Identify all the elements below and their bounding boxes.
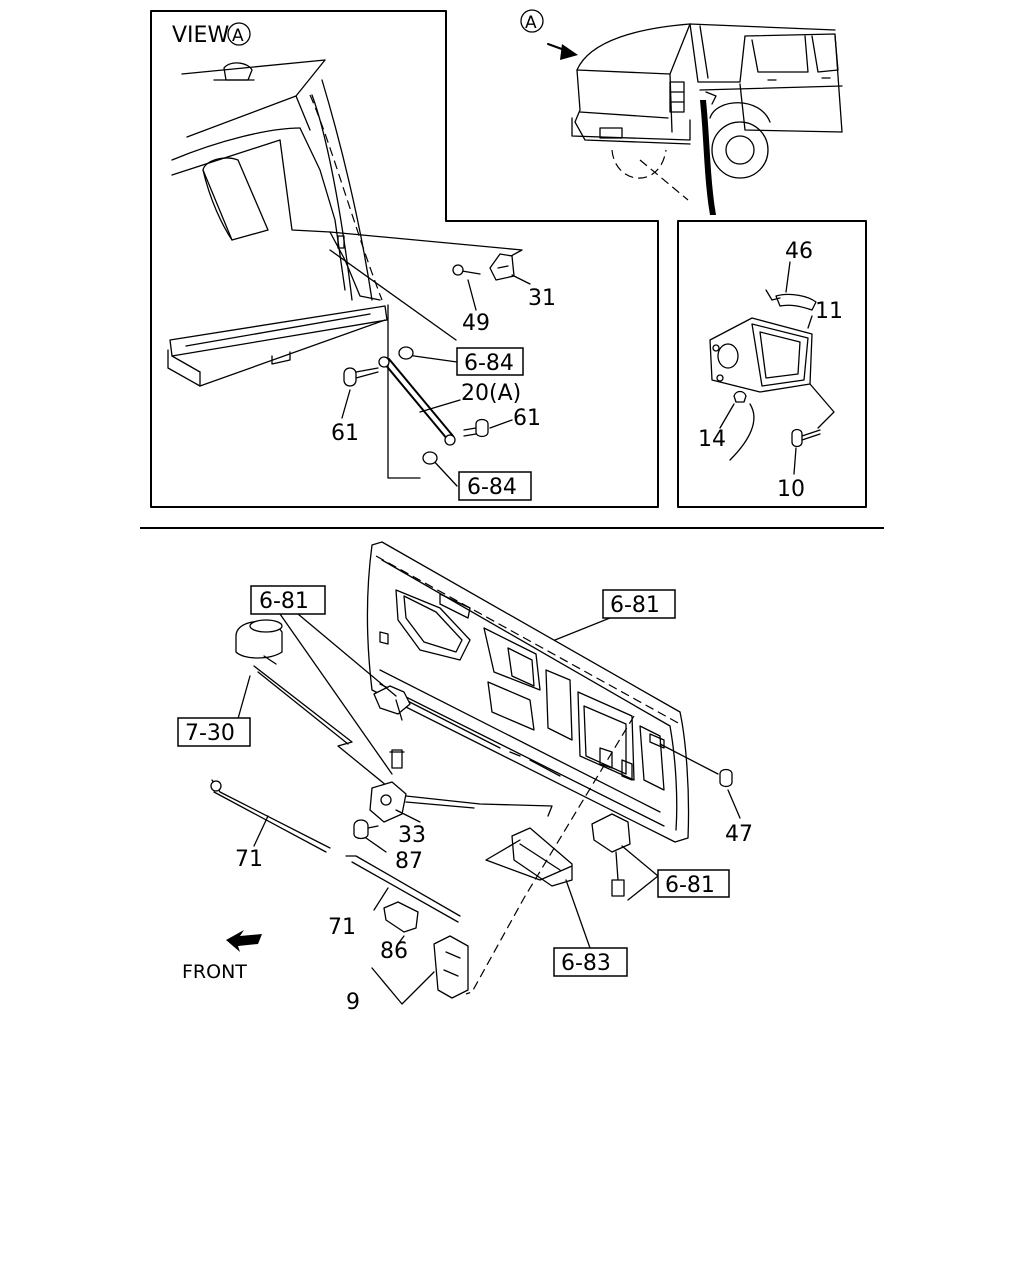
ref-label-6-81-top: 6-81	[610, 593, 660, 618]
vehicle-view-marker: A	[525, 13, 537, 33]
ref-box-6-81-left	[250, 585, 326, 615]
part-label-47: 47	[725, 822, 753, 847]
ref-label-6-81-left: 6-81	[259, 589, 309, 614]
ref-label-6-83: 6-83	[561, 951, 611, 976]
ref-label-7-30: 7-30	[185, 721, 235, 746]
fuel-lid-detail-frame	[677, 220, 867, 508]
ref-box-6-81-right	[657, 869, 730, 898]
tailgate-mechanism	[210, 605, 741, 1005]
view-label: VIEW	[172, 23, 229, 48]
pointer-swoosh	[700, 100, 716, 215]
part-label-31: 31	[528, 286, 556, 311]
part-label-49: 49	[462, 311, 490, 336]
view-marker-letter: A	[232, 26, 244, 46]
part-label-10: 10	[777, 477, 805, 502]
front-direction-indicator: FRONT	[182, 930, 262, 983]
ref-label-6-84-bottom: 6-84	[467, 475, 517, 500]
part-label-61-right: 61	[513, 406, 541, 431]
front-label: FRONT	[182, 961, 247, 983]
front-arrow-icon	[226, 930, 262, 952]
part-label-61-left: 61	[331, 421, 359, 446]
part-label-33: 33	[398, 823, 426, 848]
part-label-46: 46	[785, 239, 813, 264]
part-label-9: 9	[346, 990, 360, 1015]
ref-label-6-81-right: 6-81	[665, 873, 715, 898]
ref-box-6-84-bottom	[458, 471, 532, 501]
part-label-11: 11	[815, 299, 843, 324]
ref-label-6-84-top: 6-84	[464, 351, 514, 376]
view-marker-circle	[227, 22, 251, 46]
view-direction-arrow-icon	[560, 44, 578, 60]
cargo-area-sketch	[167, 59, 388, 387]
ref-box-6-83	[553, 947, 628, 977]
ref-box-7-30	[177, 717, 251, 747]
vehicle-rear-sketch: A	[520, 9, 843, 215]
view-a-frame: VIEW A	[150, 10, 659, 508]
part-label-87: 87	[395, 849, 423, 874]
part-label-86: 86	[380, 939, 408, 964]
part-label-20a: 20(A)	[461, 381, 521, 406]
part-label-71-upper: 71	[235, 847, 263, 872]
strut-assembly	[329, 231, 531, 487]
tailgate-panel	[366, 541, 690, 843]
ref-box-6-81-top	[602, 589, 676, 619]
part-label-14: 14	[698, 427, 726, 452]
part-label-71-lower: 71	[328, 915, 356, 940]
ref-box-6-84-top	[456, 347, 524, 376]
